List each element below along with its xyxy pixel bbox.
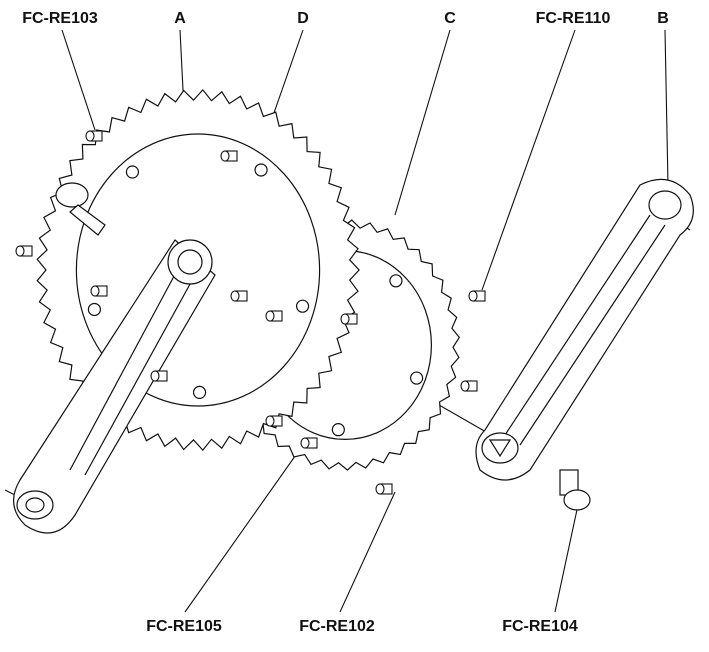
leader-fc-re110 — [481, 29, 576, 291]
label-fc-re104: FC-RE104 — [502, 618, 578, 635]
label-a: A — [174, 10, 186, 27]
chainring-bolt — [90, 285, 108, 297]
chainring-bolt — [265, 415, 283, 427]
large-chainring-inner-edge — [75, 133, 321, 407]
large-chainring-bolt-hole — [254, 163, 268, 177]
large-chainring-bolt-hole — [125, 165, 140, 179]
label-c: C — [444, 10, 456, 27]
chainring-bolt — [265, 310, 283, 322]
right-crank-arm — [475, 178, 694, 481]
chainring-bolt — [460, 380, 478, 392]
chainring-bolt — [85, 130, 103, 142]
chainring-bolt — [230, 290, 248, 302]
small-chainring-bolt-hole — [410, 371, 424, 385]
chainring-bolt — [300, 437, 318, 449]
leader-fc-re104 — [554, 504, 579, 613]
label-d: D — [297, 10, 309, 27]
leader-c — [394, 29, 451, 216]
label-fc-re110: FC-RE110 — [535, 10, 611, 27]
label-fc-re105: FC-RE105 — [146, 618, 222, 635]
leader-fc-re103 — [61, 29, 96, 131]
leader-fc-re105 — [184, 441, 306, 613]
crank-fixing-bolt — [55, 182, 106, 236]
chainring-bolt — [340, 313, 358, 325]
small-chainring-bolt-hole — [331, 423, 345, 437]
label-b: B — [657, 10, 669, 27]
small-chainring-bolt-hole — [389, 274, 403, 288]
large-chainring-bolt-hole — [295, 299, 310, 313]
right-pedal-hole — [648, 190, 682, 220]
chainring-bolt — [150, 370, 168, 382]
large-chainring-bolt-hole — [192, 385, 207, 399]
leader-fc-re102 — [339, 491, 396, 613]
chainring-bolt — [375, 483, 393, 495]
large-chainring-bolt-hole — [87, 302, 102, 317]
chainring-bolt — [15, 245, 33, 257]
leader-b — [664, 29, 669, 186]
chainring-bolt — [468, 290, 486, 302]
label-fc-re103: FC-RE103 — [22, 10, 98, 27]
fc-re104-bolt — [559, 469, 591, 511]
chainring-bolt — [220, 150, 238, 162]
label-fc-re102: FC-RE102 — [299, 618, 375, 635]
